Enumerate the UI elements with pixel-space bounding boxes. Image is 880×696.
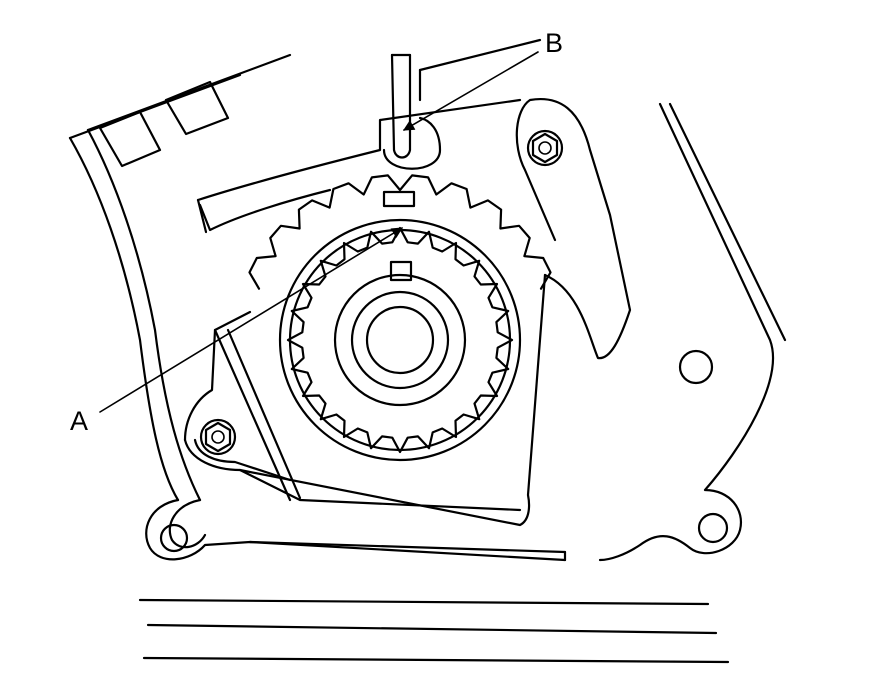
- timing-mark-pointer: [382, 190, 416, 208]
- pointer-rod: [382, 53, 442, 170]
- bolt-upper-right: [526, 129, 564, 167]
- callout-a-leader: [99, 227, 403, 413]
- mounting-hole-left: [159, 523, 189, 553]
- crank-pulley: [278, 190, 522, 462]
- inner-housing: [183, 38, 632, 527]
- outer-sprocket-teeth: [248, 174, 552, 290]
- engine-cover-outline: [68, 53, 567, 562]
- pulley-key: [389, 260, 413, 282]
- callout-b-label: B: [545, 28, 563, 58]
- baseline-rules: [138, 598, 730, 664]
- callout-a: A: [70, 227, 403, 436]
- callout-b: B: [403, 28, 563, 131]
- outer-tooth-profile: [248, 174, 552, 290]
- inner-sprocket-teeth: [286, 226, 514, 454]
- bolt-lower-left: [199, 418, 237, 456]
- callout-a-label: A: [70, 406, 88, 436]
- callout-b-leader: [403, 51, 539, 131]
- inner-tooth-profile: [286, 226, 514, 454]
- right-housing-outline: [598, 102, 787, 562]
- cover-window-slots: [98, 80, 230, 168]
